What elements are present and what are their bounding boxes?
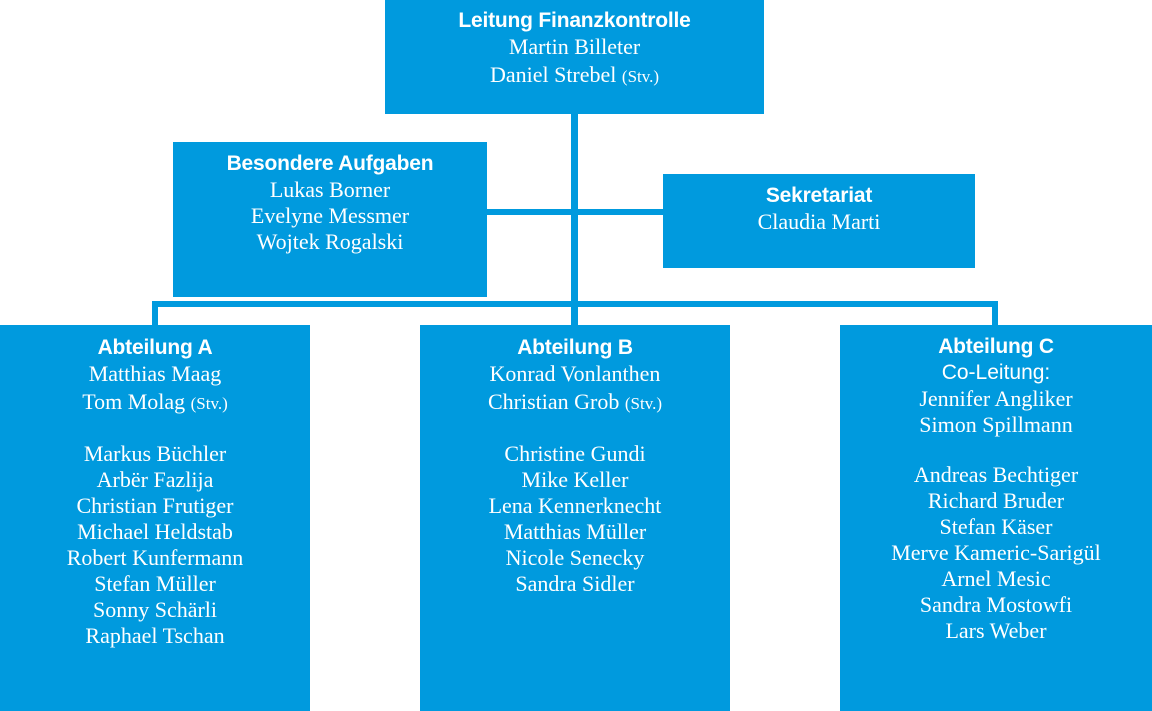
node-abteilung-c[interactable]: Abteilung C Co-Leitung: Jennifer Anglike…: [840, 325, 1152, 711]
member-row: Arnel Mesic: [941, 566, 1051, 591]
member-row: Robert Kunfermann: [66, 545, 244, 570]
member-row: Christine Gundi: [504, 441, 646, 466]
person-row: Simon Spillmann: [919, 412, 1073, 437]
member-row: Christian Frutiger: [76, 493, 234, 518]
member-row: Richard Bruder: [927, 488, 1065, 513]
member-row: Matthias Müller: [503, 519, 647, 544]
person-suffix: (Stv.): [621, 67, 660, 86]
node-title: Abteilung C: [938, 335, 1054, 358]
person-row: Wojtek Rogalski: [256, 229, 404, 254]
member-row: Sandra Sidler: [515, 571, 635, 596]
member-row: Merve Kameric-Sarigül: [891, 540, 1101, 565]
connector-root-trunk-upper: [571, 114, 578, 206]
person-suffix: (Stv.): [190, 394, 228, 413]
connector-root-trunk-lower: [571, 206, 578, 306]
member-row: Lars Weber: [945, 618, 1047, 643]
connector-drop-abteilung-b: [571, 301, 578, 327]
person-name: Martin Billeter: [508, 34, 641, 59]
node-besondere-aufgaben[interactable]: Besondere Aufgaben Lukas Borner Evelyne …: [173, 142, 487, 297]
spacer: [840, 438, 1152, 462]
person-suffix: (Stv.): [624, 394, 663, 413]
person-row: Christian Grob (Stv.): [420, 389, 730, 417]
member-row: Andreas Bechtiger: [913, 462, 1079, 487]
person-row: Claudia Marti: [757, 209, 881, 234]
member-row: Markus Büchler: [83, 441, 227, 466]
person-row: Lukas Borner: [269, 177, 391, 202]
node-subtitle: Co-Leitung:: [941, 361, 1051, 384]
person-name: Matthias Maag: [88, 361, 222, 386]
spacer: [420, 417, 730, 441]
member-row: Lena Kennerknecht: [488, 493, 662, 518]
person-row: Martin Billeter: [385, 34, 764, 62]
person-row: Tom Molag (Stv.): [0, 389, 310, 417]
node-title: Abteilung B: [517, 336, 633, 359]
member-row: Stefan Käser: [939, 514, 1053, 539]
node-title: Sekretariat: [765, 184, 873, 207]
member-row: Sandra Mostowfi: [919, 592, 1073, 617]
node-leitung-finanzkontrolle[interactable]: Leitung Finanzkontrolle Martin Billeter …: [385, 0, 764, 114]
connector-drop-abteilung-c: [992, 301, 998, 327]
member-row: Stefan Müller: [94, 571, 216, 596]
person-row: Daniel Strebel (Stv.): [385, 62, 764, 90]
member-row: Sonny Schärli: [92, 597, 218, 622]
node-sekretariat[interactable]: Sekretariat Claudia Marti: [663, 174, 975, 268]
person-name: Christian Grob: [487, 389, 620, 414]
node-title: Besondere Aufgaben: [226, 152, 434, 175]
node-title: Abteilung A: [97, 336, 213, 359]
person-row: Jennifer Angliker: [919, 386, 1073, 411]
person-name: Tom Molag: [82, 389, 186, 414]
member-row: Arbër Fazlija: [96, 467, 214, 492]
person-row: Evelyne Messmer: [250, 203, 410, 228]
spacer: [0, 417, 310, 441]
node-abteilung-b[interactable]: Abteilung B Konrad Vonlanthen Christian …: [420, 325, 730, 711]
connector-crossbar-left: [487, 209, 572, 215]
person-name: Daniel Strebel: [489, 62, 617, 87]
node-title: Leitung Finanzkontrolle: [458, 9, 691, 32]
person-row: Konrad Vonlanthen: [420, 361, 730, 389]
connector-crossbar-right: [577, 209, 664, 215]
person-name: Konrad Vonlanthen: [489, 361, 661, 386]
connector-drop-abteilung-a: [152, 301, 158, 327]
member-row: Nicole Senecky: [505, 545, 645, 570]
member-row: Raphael Tschan: [85, 623, 225, 648]
node-abteilung-a[interactable]: Abteilung A Matthias Maag Tom Molag (Stv…: [0, 325, 310, 711]
person-row: Matthias Maag: [0, 361, 310, 389]
member-row: Michael Heldstab: [77, 519, 233, 544]
member-row: Mike Keller: [521, 467, 629, 492]
